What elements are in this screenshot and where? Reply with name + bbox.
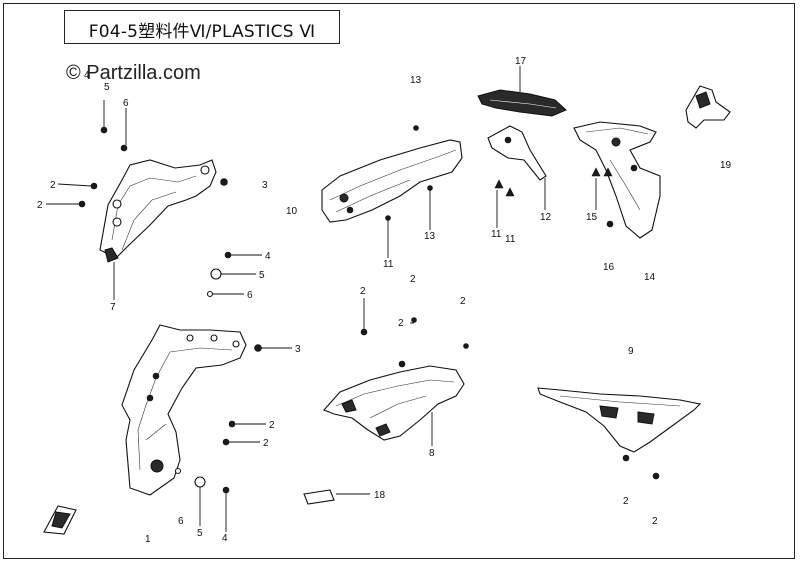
- callout-2: 2: [37, 200, 43, 211]
- callout-2: 2: [398, 318, 404, 329]
- callout-2: 2: [460, 296, 466, 307]
- callout-11: 11: [491, 229, 502, 240]
- part-8-lower-cover[interactable]: [323, 365, 465, 441]
- leader-lines: [46, 66, 597, 532]
- callout-4: 4: [265, 251, 271, 262]
- callout-3: 3: [295, 344, 301, 355]
- callout-17: 17: [515, 56, 527, 67]
- callout-2: 2: [269, 420, 275, 431]
- callout-5: 5: [104, 82, 110, 93]
- callout-6: 6: [178, 516, 184, 527]
- callout-15: 15: [586, 212, 598, 223]
- drawing-frame: [3, 3, 795, 559]
- callout-2: 2: [410, 274, 416, 285]
- callout-5: 5: [259, 270, 265, 281]
- callout-13: 13: [424, 231, 436, 242]
- part-7-side-cover[interactable]: [99, 159, 217, 263]
- title-box: F04-5塑料件Ⅵ/PLASTICS Ⅵ: [64, 10, 340, 44]
- part-17-seat-cover[interactable]: [477, 89, 567, 117]
- callout-19: 19: [720, 160, 732, 171]
- callout-11: 11: [383, 259, 394, 270]
- callout-labels: 5 6 2 2 7 4 3 10 4 5 6 3 2 2 6 5 4 1 13 …: [37, 56, 732, 545]
- part-18-pad[interactable]: [303, 489, 335, 505]
- callout-5: 5: [197, 528, 203, 539]
- diagram-title: F04-5塑料件Ⅵ/PLASTICS Ⅵ: [88, 22, 316, 42]
- part-19-small-bracket[interactable]: [685, 85, 731, 129]
- callout-9: 9: [628, 346, 634, 357]
- callout-3: 3: [262, 180, 268, 191]
- part-14-rear-fender[interactable]: [573, 121, 661, 239]
- callout-2: 2: [652, 516, 658, 527]
- callout-4: 4: [222, 533, 228, 544]
- callout-16: 16: [603, 262, 615, 273]
- callout-6: 6: [123, 98, 129, 109]
- logo-icon: [43, 505, 77, 535]
- callout-8: 8: [429, 448, 435, 459]
- callout-11: 11: [505, 234, 516, 245]
- callout-18: 18: [374, 490, 386, 501]
- callout-2: 2: [360, 286, 366, 297]
- part-12-bracket[interactable]: [487, 125, 547, 181]
- part-1-lower-side-cover[interactable]: [121, 324, 247, 496]
- callout-6: 6: [247, 290, 253, 301]
- callout-4: 4: [84, 70, 90, 81]
- callout-13: 13: [410, 75, 422, 86]
- callout-2: 2: [263, 438, 269, 449]
- watermark: © Partzilla.com: [66, 62, 201, 84]
- part-10-frame-panel[interactable]: [321, 139, 463, 223]
- callout-10: 10: [286, 206, 298, 217]
- callout-1: 1: [145, 534, 151, 545]
- callout-2: 2: [50, 180, 56, 191]
- callout-12: 12: [540, 212, 552, 223]
- callout-2: 2: [623, 496, 629, 507]
- callout-7: 7: [110, 302, 116, 313]
- part-9-chain-guard[interactable]: [537, 387, 702, 453]
- callout-14: 14: [644, 272, 656, 283]
